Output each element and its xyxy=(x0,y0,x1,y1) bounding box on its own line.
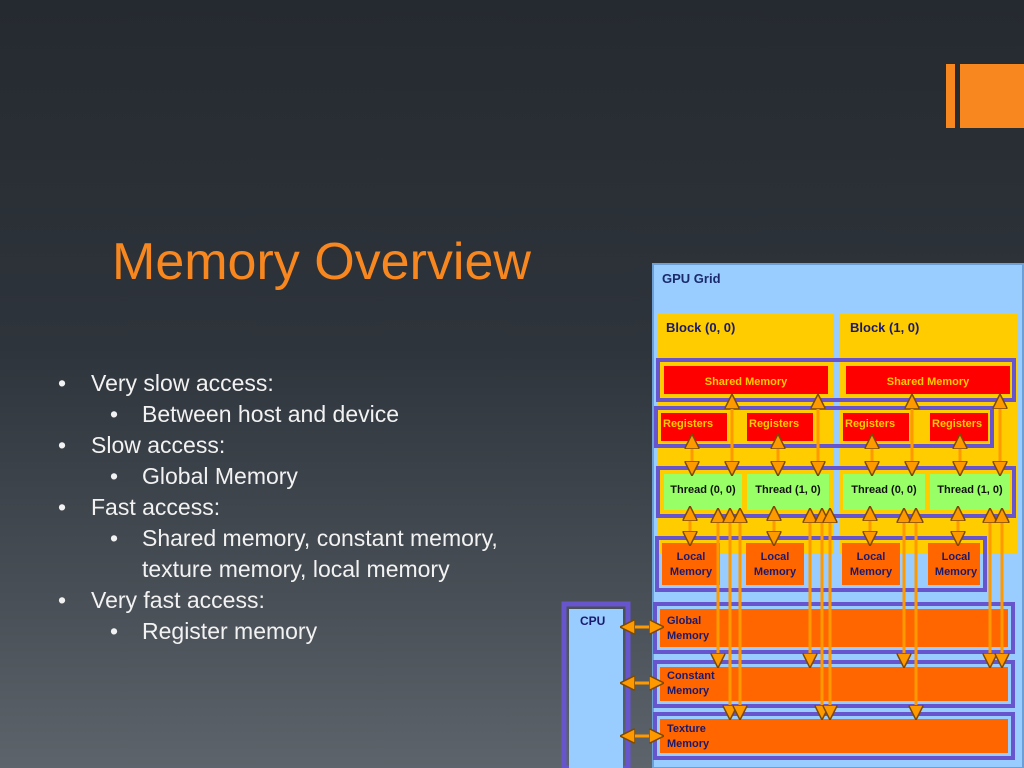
registers-1-label: Registers xyxy=(749,418,799,430)
thread-1-0-a-label: Thread (1, 0) xyxy=(755,484,821,496)
shared-memory-1-label: Shared Memory xyxy=(887,376,970,388)
sub-bullet-item: Global Memory xyxy=(58,461,528,492)
accent-bar-thin xyxy=(946,64,955,128)
registers-3-label: Registers xyxy=(932,418,982,430)
registers-0-label: Registers xyxy=(663,418,713,430)
bullet-item: Very slow access: xyxy=(58,368,528,399)
bullet-list: Very slow access:Between host and device… xyxy=(58,368,528,647)
registers-2-label: Registers xyxy=(845,418,895,430)
memory-access-arrows xyxy=(626,400,1002,736)
accent-bar-wide xyxy=(960,64,1024,128)
bullet-item: Very fast access: xyxy=(58,585,528,616)
thread-1-0-a xyxy=(747,474,829,510)
thread-0-0-a xyxy=(664,474,742,510)
block-0-0-label: Block (0, 0) xyxy=(666,320,735,335)
shared-memory-0 xyxy=(664,366,828,394)
shared-memory-1 xyxy=(846,366,1010,394)
thread-0-0-b-label: Thread (0, 0) xyxy=(851,484,917,496)
bullet-item: Fast access: xyxy=(58,492,528,523)
local-memory-0 xyxy=(662,543,720,585)
shared-memory-row xyxy=(656,358,1016,402)
local-memory-3 xyxy=(928,543,980,585)
gpu-memory-diagram: GPU Grid Block (0, 0) Block (1, 0) Share… xyxy=(560,262,1024,768)
cpu-box xyxy=(569,609,623,768)
local-memory-2 xyxy=(842,543,900,585)
thread-0-0-a-label: Thread (0, 0) xyxy=(670,484,736,496)
global-memory xyxy=(660,609,1008,647)
shared-memory-0-label: Shared Memory xyxy=(705,376,788,388)
thread-0-0-b xyxy=(843,474,925,510)
cpu-label: CPU xyxy=(580,614,605,628)
gpu-grid-label: GPU Grid xyxy=(662,271,721,286)
slide-title: Memory Overview xyxy=(112,233,531,291)
thread-1-0-b-label: Thread (1, 0) xyxy=(937,484,1003,496)
texture-memory xyxy=(660,719,1008,753)
thread-1-0-b xyxy=(930,474,1010,510)
block-1-0-label: Block (1, 0) xyxy=(850,320,919,335)
sub-bullet-item: Register memory xyxy=(58,616,528,647)
bullet-item: Slow access: xyxy=(58,430,528,461)
sub-bullet-item: Shared memory, constant memory, texture … xyxy=(58,523,528,585)
local-memory-1 xyxy=(746,543,804,585)
sub-bullet-item: Between host and device xyxy=(58,399,528,430)
